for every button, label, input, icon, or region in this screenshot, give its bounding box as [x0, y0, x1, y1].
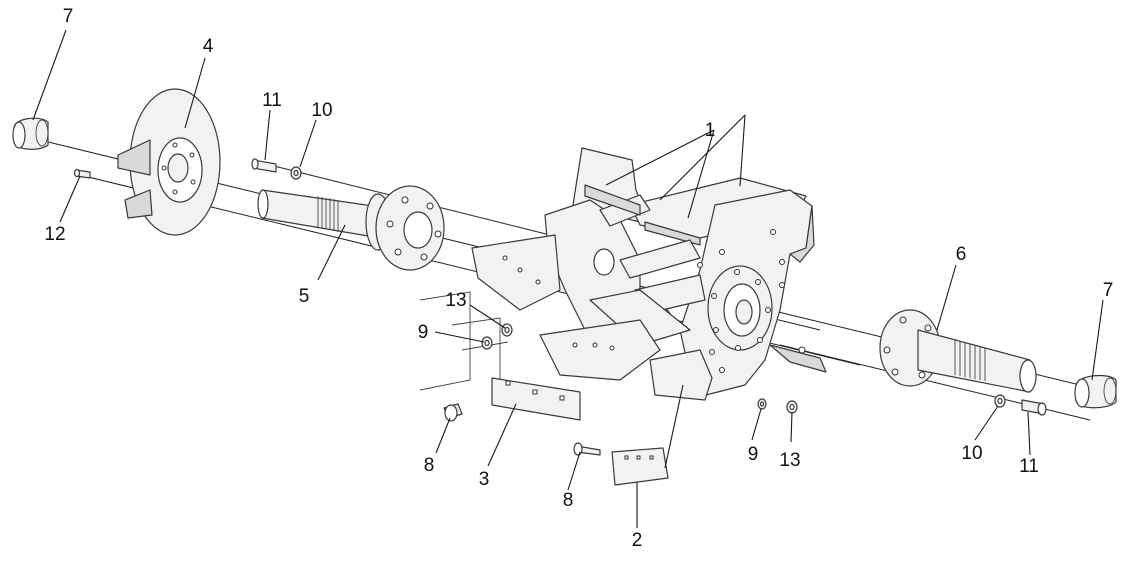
callout-3: 3 — [479, 469, 490, 490]
part-3-plate — [491, 377, 581, 421]
part-4-disc — [117, 88, 221, 236]
part-9-right-washer — [757, 398, 767, 410]
callout-6: 6 — [956, 244, 967, 265]
callout-4: 4 — [203, 36, 214, 57]
part-7-right-cap — [1074, 374, 1117, 409]
part-8-lower-bolt — [573, 442, 601, 456]
part-1-main-frame — [419, 147, 827, 401]
callout-11-left: 11 — [262, 90, 282, 111]
callout-10-right: 10 — [961, 443, 982, 464]
part-2-plate — [611, 447, 669, 486]
part-10-right-washer — [994, 394, 1006, 408]
part-7-left-cap — [12, 117, 49, 150]
callout-8-left: 8 — [424, 455, 435, 476]
part-13-left-nut — [501, 323, 513, 337]
part-13-right-nut — [786, 400, 798, 414]
callout-5: 5 — [299, 286, 310, 307]
callout-9-left: 9 — [418, 322, 429, 343]
callout-7-left: 7 — [63, 6, 74, 27]
part-12-bolt — [73, 168, 91, 179]
callout-7-right: 7 — [1103, 280, 1114, 301]
callout-11-right: 11 — [1019, 456, 1039, 477]
leader-lines — [32, 29, 1104, 528]
callout-12: 12 — [44, 224, 65, 245]
callout-2: 2 — [632, 530, 643, 551]
part-5-left-axle — [257, 185, 445, 271]
part-8-left-bolt — [443, 403, 463, 422]
part-11-right-bolt — [1021, 399, 1047, 416]
part-10-left-washer — [290, 166, 302, 180]
callout-10-left: 10 — [311, 100, 332, 121]
callout-1: 1 — [705, 120, 716, 141]
part-6-right-axle — [879, 309, 1037, 393]
part-11-left-bolt — [251, 158, 277, 173]
part-9-left-washer — [481, 336, 493, 350]
callout-8-lower: 8 — [563, 490, 574, 511]
callout-9-right: 9 — [748, 444, 759, 465]
callout-13-left: 13 — [445, 290, 466, 311]
callout-13-right: 13 — [779, 450, 800, 471]
callout-labels: 7 4 11 10 12 5 1 13 9 6 7 8 3 8 2 9 13 1… — [44, 6, 1113, 551]
